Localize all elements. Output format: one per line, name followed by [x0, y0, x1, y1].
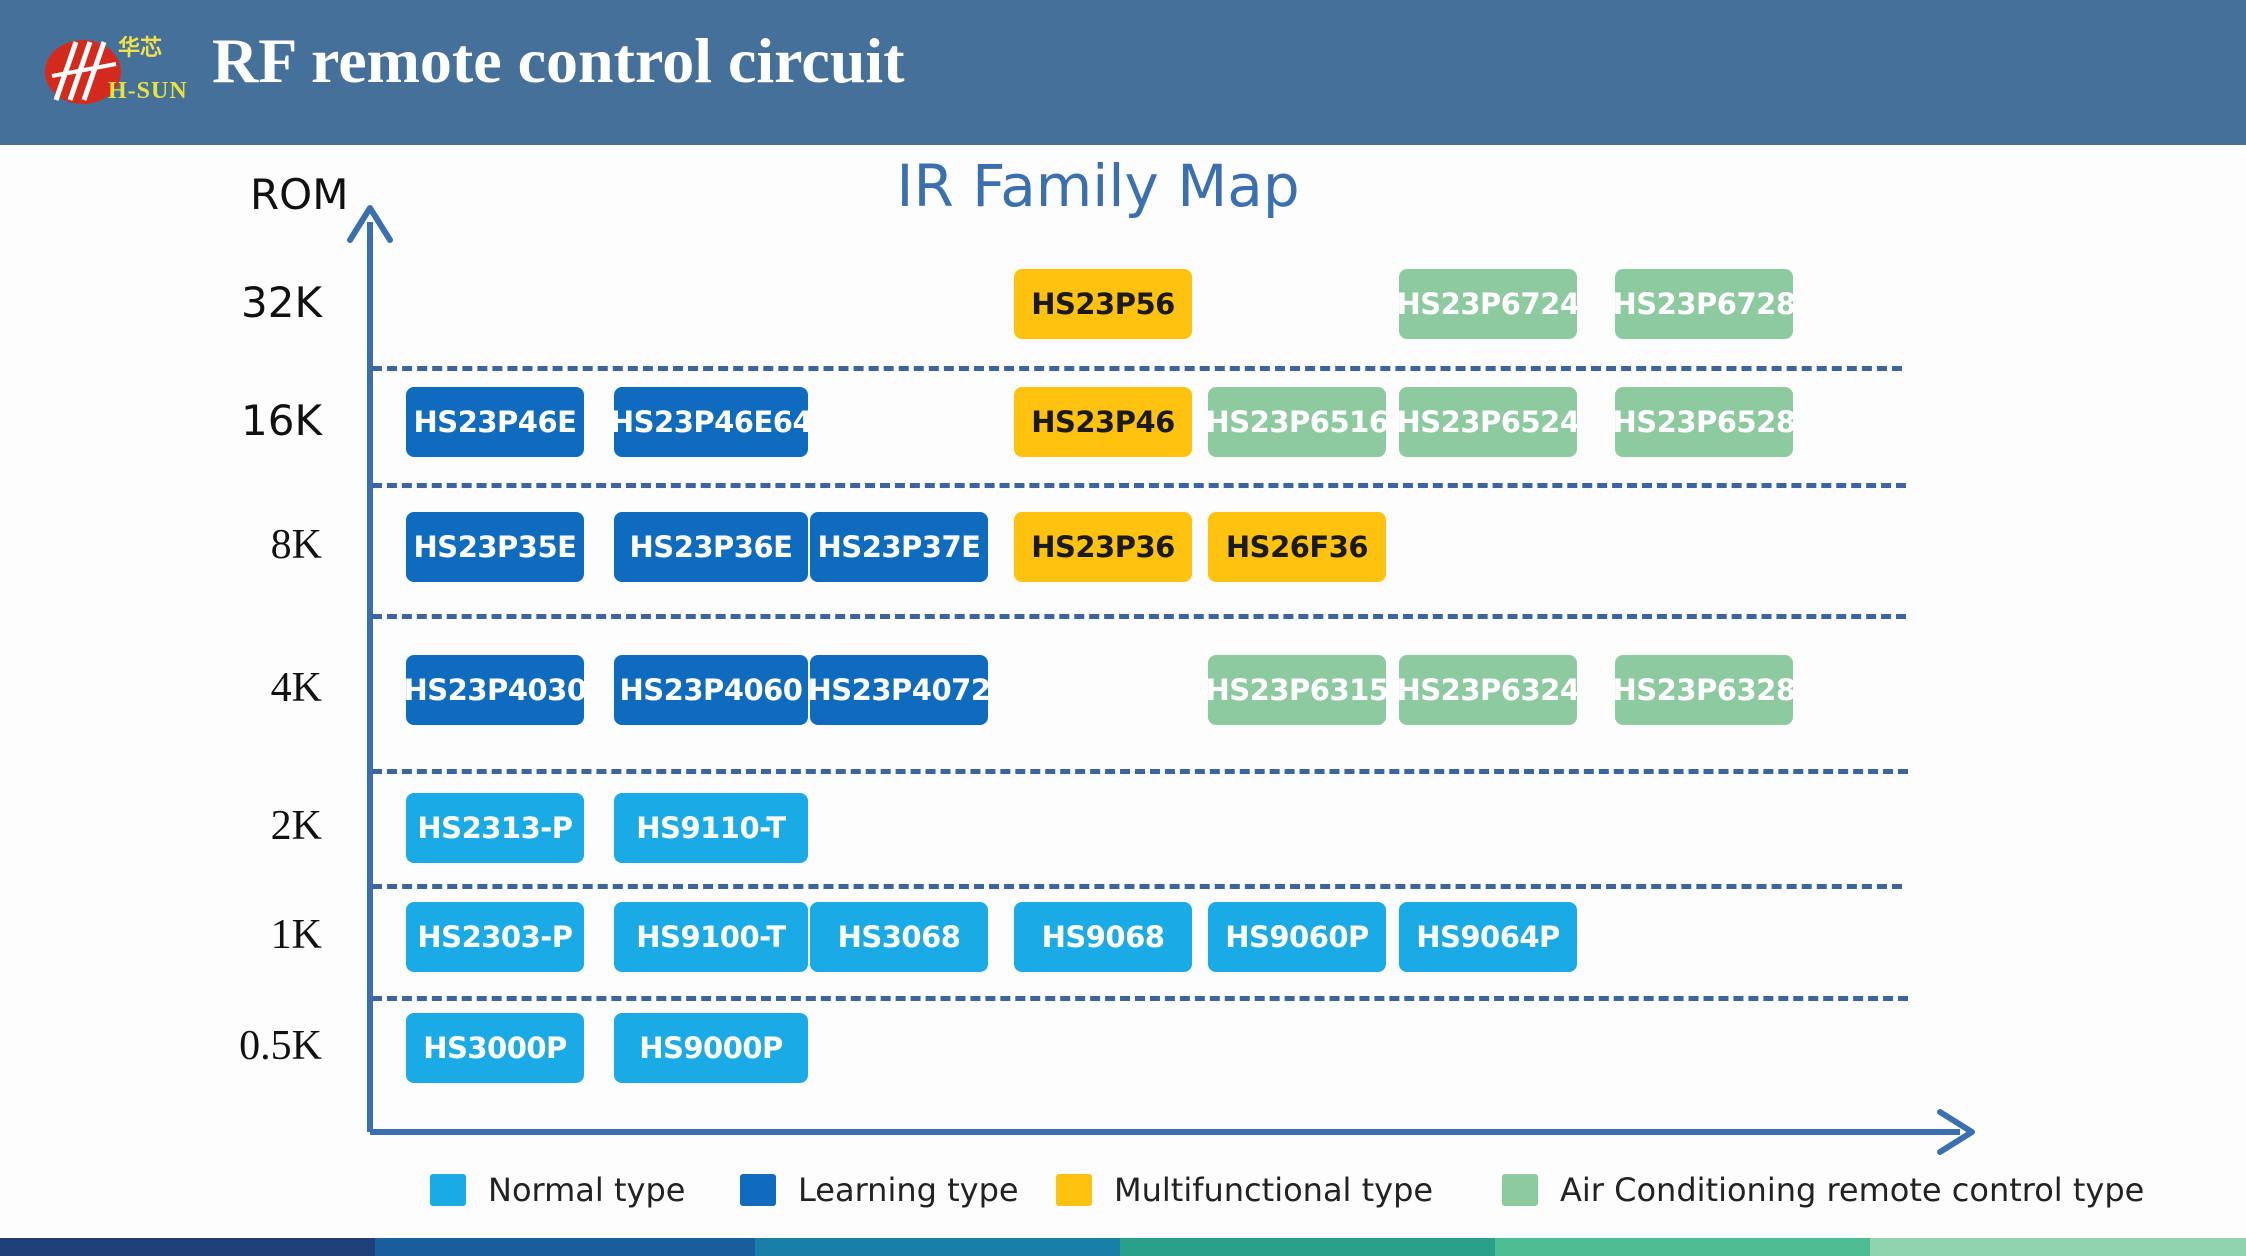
chip-hs23p35e: HS23P35E — [406, 512, 584, 582]
legend-swatch-learning — [740, 1174, 776, 1206]
chip-hs23p46e: HS23P46E — [406, 387, 584, 457]
chip-hs23p36: HS23P36 — [1014, 512, 1192, 582]
chip-hs23p46: HS23P46 — [1014, 387, 1192, 457]
company-logo: 华芯 H-SUN — [38, 20, 188, 124]
chart-title: IR Family Map — [896, 152, 1300, 220]
slide-title: RF remote control circuit — [212, 25, 905, 96]
x-axis-arrow-icon — [1937, 1109, 1975, 1155]
legend-swatch-air-conditioning — [1502, 1174, 1538, 1206]
footer-stripe-3 — [755, 1238, 1120, 1256]
footer-stripe-6 — [1870, 1238, 2246, 1256]
footer-stripe-4 — [1120, 1238, 1495, 1256]
chip-hs23p37e: HS23P37E — [810, 512, 988, 582]
gridline — [372, 996, 1908, 1001]
legend-air-conditioning: Air Conditioning remote control type — [1502, 1168, 2144, 1212]
y-tick-label: 0.5K — [239, 1023, 322, 1069]
y-tick-label: 1K — [270, 912, 322, 958]
chip-hs23p6516: HS23P6516 — [1208, 387, 1386, 457]
chip-hs2313-p: HS2313-P — [406, 793, 584, 863]
y-axis-label: ROM — [250, 170, 349, 219]
gridline — [372, 483, 1906, 488]
legend-swatch-normal — [430, 1174, 466, 1206]
chip-hs9110-t: HS9110-T — [614, 793, 808, 863]
chip-hs23p6324: HS23P6324 — [1399, 655, 1577, 725]
legend-label-learning: Learning type — [798, 1171, 1019, 1209]
logo-text: H-SUN — [108, 78, 188, 104]
chip-hs3000p: HS3000P — [406, 1013, 584, 1083]
chip-hs2303-p: HS2303-P — [406, 902, 584, 972]
chip-hs26f36: HS26F36 — [1208, 512, 1386, 582]
chip-hs23p6524: HS23P6524 — [1399, 387, 1577, 457]
chip-hs23p6528: HS23P6528 — [1615, 387, 1793, 457]
footer-stripe-2 — [375, 1238, 755, 1256]
legend-label-normal: Normal type — [488, 1171, 686, 1209]
chip-hs23p6315: HS23P6315 — [1208, 655, 1386, 725]
chip-hs23p6328: HS23P6328 — [1615, 655, 1793, 725]
y-tick-label: 4K — [270, 665, 322, 711]
y-tick-label: 16K — [241, 396, 322, 445]
chip-hs23p56: HS23P56 — [1014, 269, 1192, 339]
gridline — [372, 614, 1906, 619]
legend-label-multifunctional: Multifunctional type — [1114, 1171, 1434, 1209]
chip-hs9060p: HS9060P — [1208, 902, 1386, 972]
legend-learning: Learning type — [740, 1168, 1019, 1212]
legend-multifunctional: Multifunctional type — [1056, 1168, 1433, 1212]
header-bar: 华芯 H-SUN RF remote control circuit — [0, 0, 2246, 145]
logo-mark-icon — [45, 40, 121, 104]
chip-hs3068: HS3068 — [810, 902, 988, 972]
footer-stripe-1 — [0, 1238, 375, 1256]
chip-hs23p36e: HS23P36E — [614, 512, 808, 582]
logo-cn-text: 华芯 — [118, 36, 163, 61]
chip-hs9064p: HS9064P — [1399, 902, 1577, 972]
chip-hs23p46e64: HS23P46E64 — [614, 387, 808, 457]
chip-hs23p4060: HS23P4060 — [614, 655, 808, 725]
y-tick-label: 8K — [270, 522, 322, 568]
chip-hs23p6724: HS23P6724 — [1399, 269, 1577, 339]
gridline — [372, 884, 1902, 889]
chip-hs9100-t: HS9100-T — [614, 902, 808, 972]
chip-hs23p4072: HS23P4072 — [810, 655, 988, 725]
legend-label-air-conditioning: Air Conditioning remote control type — [1560, 1171, 2145, 1209]
chip-hs9068: HS9068 — [1014, 902, 1192, 972]
chip-hs9000p: HS9000P — [614, 1013, 808, 1083]
y-tick-label: 32K — [241, 278, 322, 327]
chip-hs23p4030: HS23P4030 — [406, 655, 584, 725]
chip-hs23p6728: HS23P6728 — [1615, 269, 1793, 339]
gridline — [372, 366, 1902, 371]
legend-normal: Normal type — [430, 1168, 685, 1212]
gridline — [372, 769, 1908, 774]
footer-stripe-5 — [1495, 1238, 1870, 1256]
legend-swatch-multifunctional — [1056, 1174, 1092, 1206]
y-tick-label: 2K — [270, 803, 322, 849]
